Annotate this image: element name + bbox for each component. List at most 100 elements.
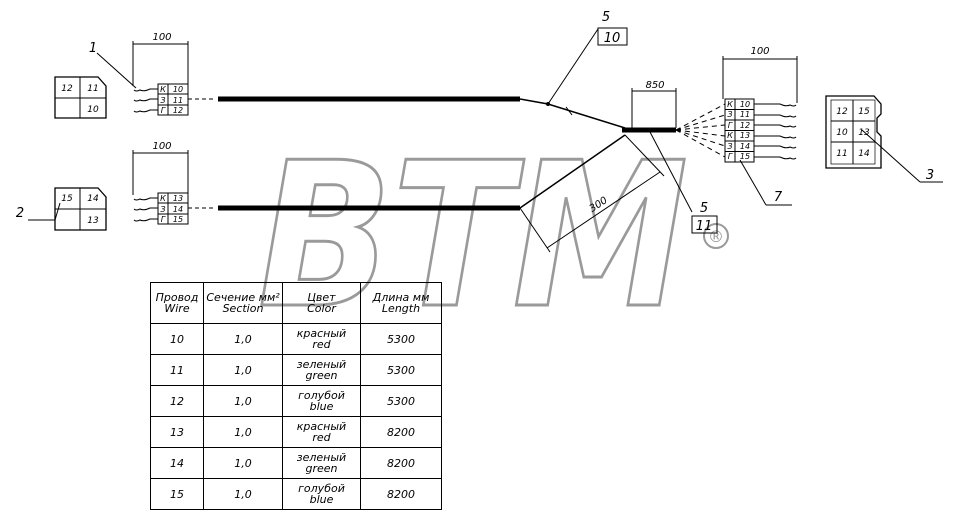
svg-text:7: 7 bbox=[774, 190, 783, 205]
cell-section: 1,0 bbox=[203, 385, 283, 417]
connector-housing-right: 12 15 10 13 11 14 bbox=[825, 95, 882, 169]
svg-text:11: 11 bbox=[740, 110, 750, 119]
cell-length: 5300 bbox=[360, 385, 442, 417]
svg-text:12: 12 bbox=[173, 106, 183, 115]
svg-text:11: 11 bbox=[836, 149, 847, 159]
svg-text:15: 15 bbox=[858, 107, 870, 117]
svg-text:5: 5 bbox=[700, 201, 708, 216]
svg-text:14: 14 bbox=[740, 142, 750, 151]
connector-housing-left-bottom: 15 14 13 bbox=[54, 187, 107, 231]
registered-mark-circle bbox=[703, 223, 729, 249]
pin-block-left-top: К 10 З 11 Г 12 bbox=[133, 83, 215, 116]
svg-text:Г: Г bbox=[161, 215, 166, 224]
svg-text:10: 10 bbox=[87, 105, 99, 115]
svg-text:850: 850 bbox=[645, 80, 664, 91]
cell-wire: 15 bbox=[150, 478, 204, 510]
callout-3: 3 bbox=[861, 129, 943, 183]
svg-text:12: 12 bbox=[61, 84, 73, 94]
callout-1: 1 bbox=[89, 41, 137, 89]
svg-text:1: 1 bbox=[89, 41, 97, 56]
callout-7: 7 bbox=[739, 159, 792, 206]
cell-length: 5300 bbox=[360, 323, 442, 355]
cell-wire: 14 bbox=[150, 447, 204, 479]
svg-text:10: 10 bbox=[173, 85, 183, 94]
svg-text:2: 2 bbox=[16, 206, 24, 221]
svg-text:100: 100 bbox=[750, 46, 769, 57]
svg-text:Г: Г bbox=[161, 106, 166, 115]
cell-wire: 12 bbox=[150, 385, 204, 417]
svg-text:З: З bbox=[727, 110, 732, 119]
svg-text:З: З bbox=[160, 205, 165, 214]
svg-text:13: 13 bbox=[87, 216, 99, 226]
svg-text:13: 13 bbox=[740, 131, 750, 140]
svg-text:З: З bbox=[727, 142, 732, 151]
cell-length: 8200 bbox=[360, 478, 442, 510]
svg-text:5: 5 bbox=[602, 10, 610, 25]
svg-text:3: 3 bbox=[926, 168, 934, 183]
dimension-100-right: 100 bbox=[722, 46, 798, 103]
harness-junction bbox=[622, 103, 726, 158]
svg-text:14: 14 bbox=[858, 149, 870, 159]
svg-text:К: К bbox=[727, 131, 733, 140]
dimension-100-left-top: 100 bbox=[132, 32, 189, 86]
svg-text:100: 100 bbox=[152, 32, 171, 43]
svg-text:11: 11 bbox=[87, 84, 98, 94]
cell-wire: 11 bbox=[150, 354, 204, 386]
wire-tag-10: 10 bbox=[604, 31, 621, 46]
cell-section: 1,0 bbox=[203, 478, 283, 510]
svg-text:12: 12 bbox=[836, 107, 848, 117]
dimension-850: 850 bbox=[631, 80, 677, 128]
cell-section: 1,0 bbox=[203, 323, 283, 355]
pin-block-left-bottom: К 13 З 14 Г 15 bbox=[133, 192, 215, 225]
svg-text:13: 13 bbox=[173, 194, 183, 203]
svg-text:15: 15 bbox=[61, 194, 73, 204]
callout-5-top: 5 10 bbox=[547, 10, 628, 105]
cell-length: 8200 bbox=[360, 447, 442, 479]
connector-housing-left-top: 12 11 10 bbox=[54, 76, 107, 119]
svg-text:12: 12 bbox=[740, 121, 750, 130]
cell-length: 5300 bbox=[360, 354, 442, 386]
cell-wire: 10 bbox=[150, 323, 204, 355]
cell-wire: 13 bbox=[150, 416, 204, 448]
svg-text:15: 15 bbox=[173, 215, 183, 224]
svg-text:13: 13 bbox=[858, 128, 870, 138]
svg-text:10: 10 bbox=[836, 128, 848, 138]
registered-mark: ® bbox=[708, 227, 724, 246]
svg-text:10: 10 bbox=[740, 100, 750, 109]
cell-length: 8200 bbox=[360, 416, 442, 448]
svg-text:14: 14 bbox=[87, 194, 99, 204]
svg-text:11: 11 bbox=[173, 96, 183, 105]
svg-text:З: З bbox=[160, 96, 165, 105]
svg-text:14: 14 bbox=[173, 205, 183, 214]
svg-text:К: К bbox=[160, 194, 166, 203]
callout-2: 2 bbox=[16, 202, 61, 221]
cell-section: 1,0 bbox=[203, 447, 283, 479]
svg-text:15: 15 bbox=[740, 152, 750, 161]
svg-text:Г: Г bbox=[728, 152, 733, 161]
harness-bundle-bottom bbox=[218, 134, 626, 211]
cell-section: 1,0 bbox=[203, 354, 283, 386]
pin-block-right: К 10 З 11 Г 12 К 13 З 14 Г 15 bbox=[724, 98, 797, 163]
svg-text:К: К bbox=[727, 100, 733, 109]
svg-text:100: 100 bbox=[152, 141, 171, 152]
